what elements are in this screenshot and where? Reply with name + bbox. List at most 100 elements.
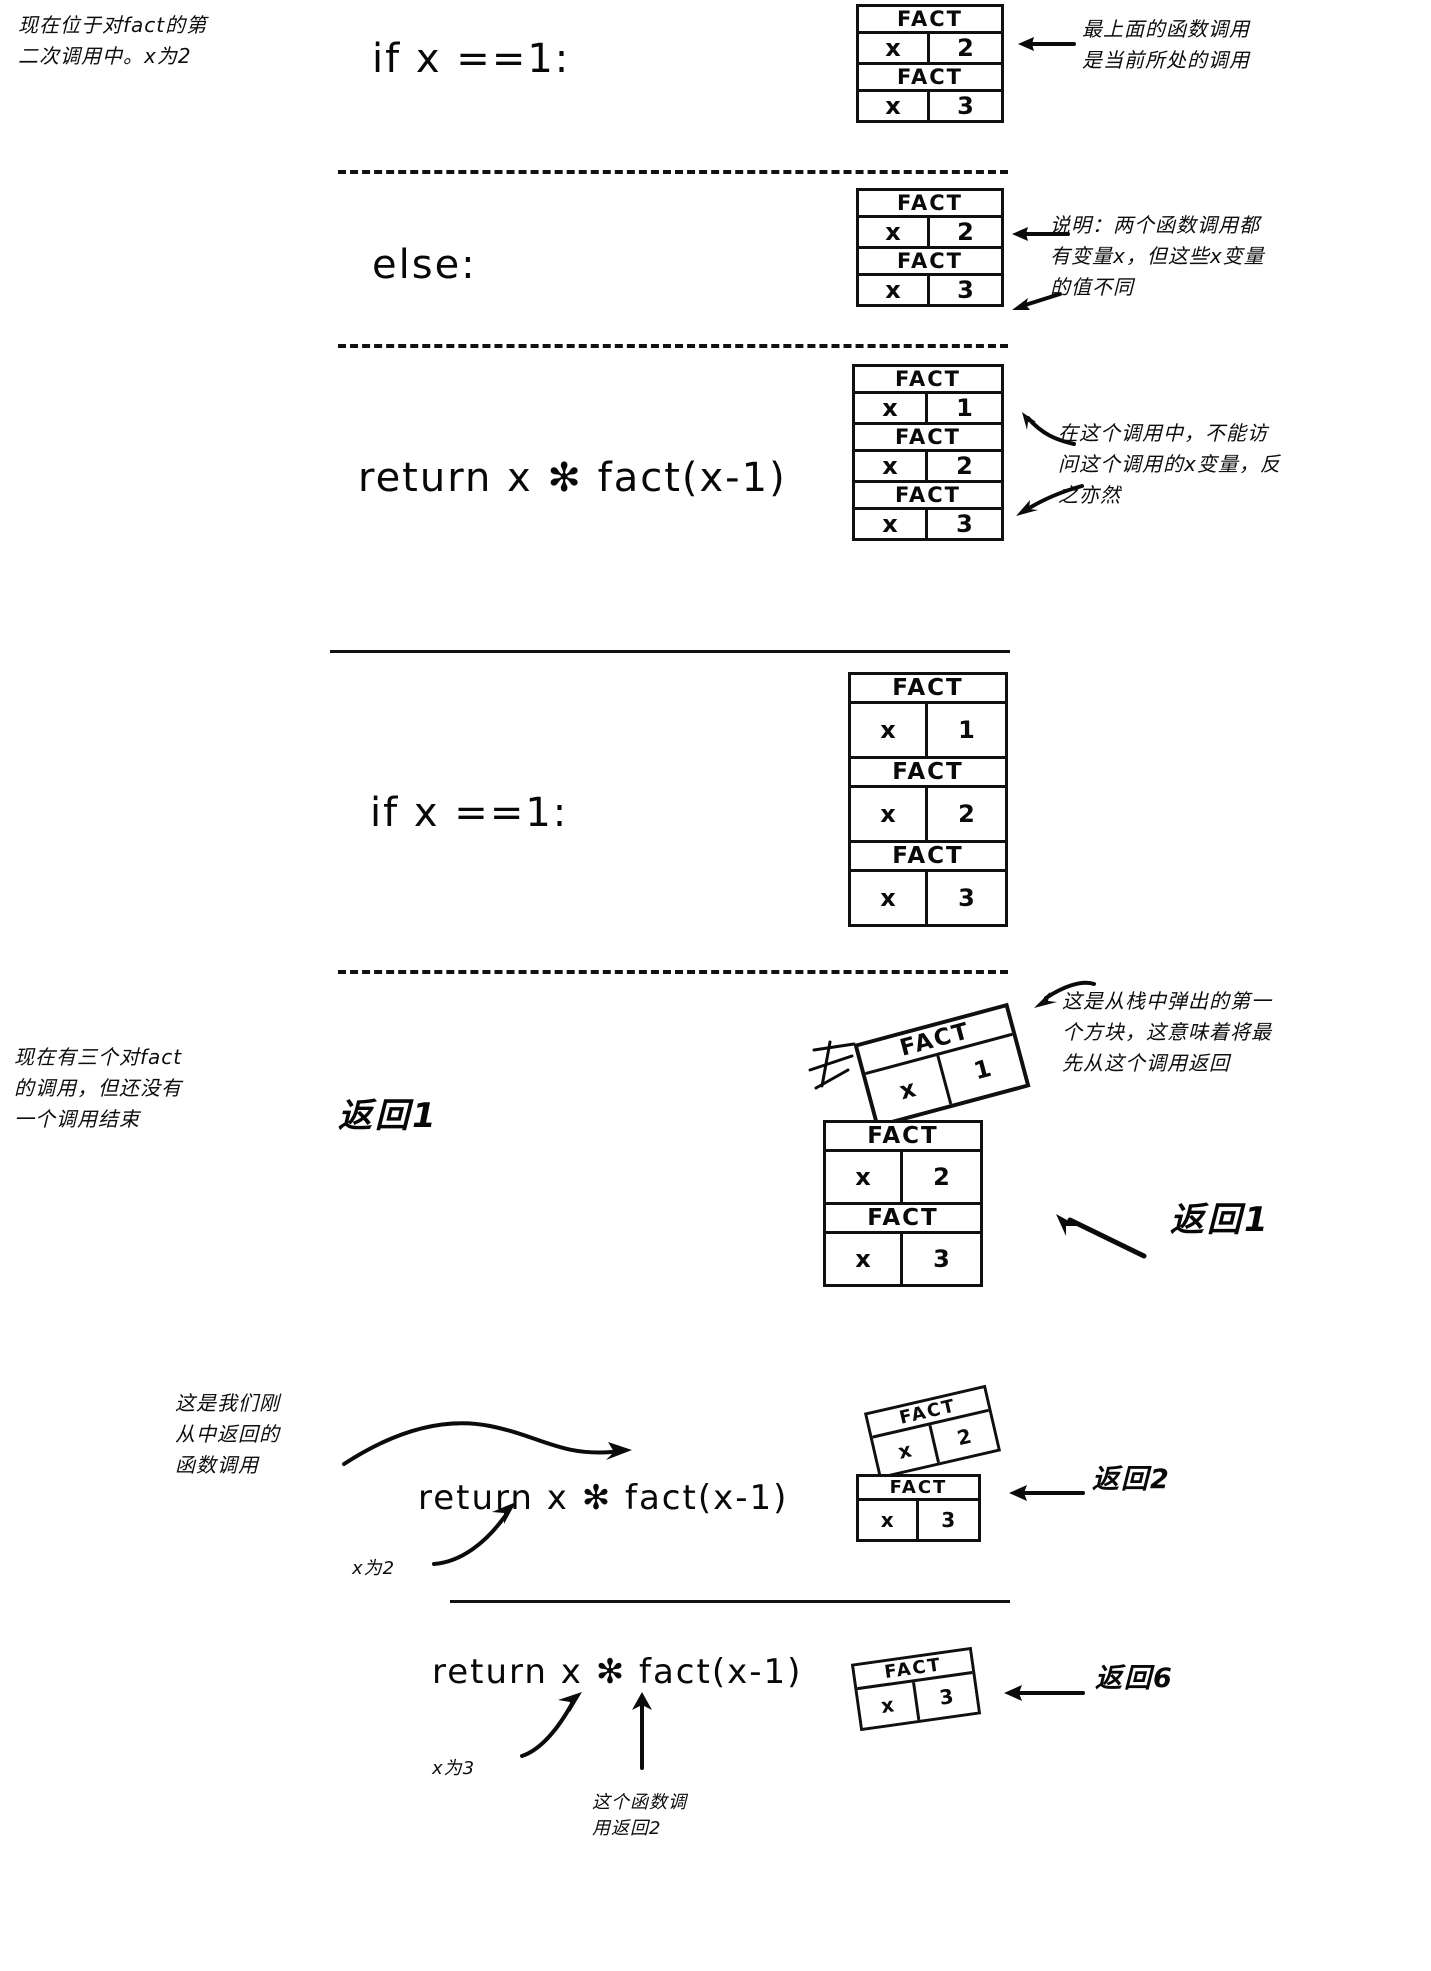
frame-vars: x 3	[826, 1234, 980, 1284]
frame-var-value: 3	[957, 92, 974, 120]
popped-frame-2: FACT x 2	[863, 1384, 1002, 1480]
frame-label: FACT	[859, 7, 1001, 34]
note-three-calls: 现在有三个对fact 的调用，但还没有 一个调用结束	[14, 1045, 183, 1131]
stack-frame: FACT x 3	[851, 843, 1005, 924]
frame-label: FACT	[826, 1205, 980, 1234]
popped-frame-1: FACT x 1	[853, 1002, 1031, 1129]
stack-frame: FACT x 1	[851, 675, 1005, 759]
call-stack-6: FACT x 3	[856, 1474, 981, 1542]
frame-var-value: 2	[957, 34, 974, 62]
frame-var-name: x	[859, 34, 930, 62]
section-divider-solid	[330, 650, 1010, 653]
stack-frame: FACT x 2	[867, 1388, 998, 1476]
stack-frame: FACT x 3	[859, 65, 1001, 120]
arrow-up-right-icon	[432, 1502, 516, 1566]
arrow-down-left-icon	[1016, 484, 1084, 516]
frame-var-name: x	[855, 510, 928, 538]
frame-var-value: 3	[937, 1683, 955, 1710]
frame-var-value: 2	[933, 1163, 950, 1191]
frame-var-name: x	[851, 704, 928, 756]
section-divider	[338, 970, 1008, 974]
call-stack-2: FACT x 2 FACT x 3	[856, 188, 1004, 307]
note-first-popped: 这是从栈中弹出的第一 个方块，这意味着将最 先从这个调用返回	[1062, 989, 1272, 1075]
popped-frame-3: FACT x 3	[850, 1646, 982, 1732]
frame-label: FACT	[855, 367, 1001, 394]
frame-label: FACT	[851, 675, 1005, 704]
frame-var-name: x	[859, 218, 930, 246]
arrow-left-icon	[1018, 37, 1076, 51]
stack-frame: FACT x 2	[859, 191, 1001, 249]
arrow-curve-down-left-icon	[1034, 980, 1096, 1008]
frame-vars: x 1	[855, 394, 1001, 422]
call-stack-5: FACT x 2 FACT x 3	[823, 1120, 983, 1287]
stack-frame: FACT x 3	[859, 249, 1001, 304]
arrow-left-icon	[1009, 1485, 1085, 1501]
frame-label: FACT	[859, 249, 1001, 276]
note-this-call-returns-2: 这个函数调 用返回2	[592, 1792, 687, 1839]
frame-label: FACT	[851, 759, 1005, 788]
code-line-return-3: return x ✻ fact(x-1)	[432, 1652, 803, 1692]
frame-var-value: 3	[933, 1245, 950, 1273]
frame-var-name: x	[826, 1152, 903, 1202]
arrow-up-icon	[632, 1692, 652, 1770]
frame-vars: x 3	[859, 276, 1001, 304]
call-stack-4: FACT x 1 FACT x 2 FACT x 3	[848, 672, 1008, 927]
note-cannot-access-x: 在这个调用中，不能访 问这个调用的x变量，反 之亦然	[1058, 421, 1281, 507]
section-divider-solid	[450, 1600, 1010, 1603]
note-topmost-call: 最上面的函数调用 是当前所处的调用	[1082, 17, 1250, 72]
stack-frame: FACT x 1	[858, 1007, 1026, 1124]
frame-label: FACT	[826, 1123, 980, 1152]
frame-label: FACT	[855, 483, 1001, 510]
frame-vars: x 3	[851, 872, 1005, 924]
code-line-else: else:	[372, 242, 477, 288]
label-return-value-1: 返回1	[1170, 1200, 1271, 1240]
frame-vars: x 1	[851, 704, 1005, 756]
frame-var-value: 3	[958, 884, 975, 912]
call-stack-1: FACT x 2 FACT x 3	[856, 4, 1004, 123]
arrow-squiggle-right-icon	[342, 1421, 632, 1466]
call-stack-3: FACT x 1 FACT x 2 FACT x 3	[852, 364, 1004, 541]
frame-var-value: 1	[956, 394, 973, 422]
frame-var-name: x	[859, 1501, 919, 1539]
label-return-value-2: 返回2	[1092, 1464, 1171, 1495]
stack-frame: FACT x 2	[826, 1123, 980, 1205]
stack-frame: FACT x 3	[854, 1650, 978, 1728]
frame-vars: x 2	[826, 1152, 980, 1202]
frame-label: FACT	[855, 425, 1001, 452]
stack-frame: FACT x 3	[826, 1205, 980, 1284]
label-return-1: 返回1	[338, 1096, 439, 1136]
arrow-up-right-icon	[520, 1692, 582, 1758]
frame-var-name: x	[855, 394, 928, 422]
frame-label: FACT	[859, 1477, 978, 1501]
label-return-value-3: 返回6	[1095, 1663, 1174, 1694]
frame-var-value: 2	[957, 218, 974, 246]
stack-frame: FACT x 2	[851, 759, 1005, 843]
frame-label: FACT	[859, 191, 1001, 218]
frame-label: FACT	[859, 65, 1001, 92]
stack-frame: FACT x 1	[855, 367, 1001, 425]
frame-var-value: 2	[956, 452, 973, 480]
code-line-if-1: if x ==1:	[372, 36, 571, 82]
frame-var-name: x	[851, 788, 928, 840]
frame-label: FACT	[851, 843, 1005, 872]
note-two-calls-x: 说明：两个函数调用都 有变量x，但这些x变量 的值不同	[1050, 213, 1265, 299]
note-x-is-3: x为3	[432, 1758, 476, 1779]
section-divider	[338, 170, 1008, 174]
stack-frame: FACT x 3	[859, 1477, 978, 1539]
frame-var-name: x	[859, 92, 930, 120]
frame-var-value: 3	[957, 276, 974, 304]
arrow-left-icon	[1012, 227, 1070, 241]
frame-var-name: x	[859, 276, 930, 304]
frame-var-value: 1	[958, 716, 975, 744]
note-current-call: 现在位于对fact的第 二次调用中。x为2	[18, 13, 208, 68]
arrow-up-left-icon	[1022, 412, 1076, 446]
stack-frame: FACT x 3	[855, 483, 1001, 538]
frame-vars: x 2	[859, 34, 1001, 62]
frame-var-name: x	[851, 872, 928, 924]
arrow-left-icon	[1012, 292, 1062, 310]
section-divider	[338, 344, 1008, 348]
stack-frame: FACT x 2	[855, 425, 1001, 483]
frame-var-value: 3	[956, 510, 973, 538]
stack-frame: FACT x 2	[859, 7, 1001, 65]
